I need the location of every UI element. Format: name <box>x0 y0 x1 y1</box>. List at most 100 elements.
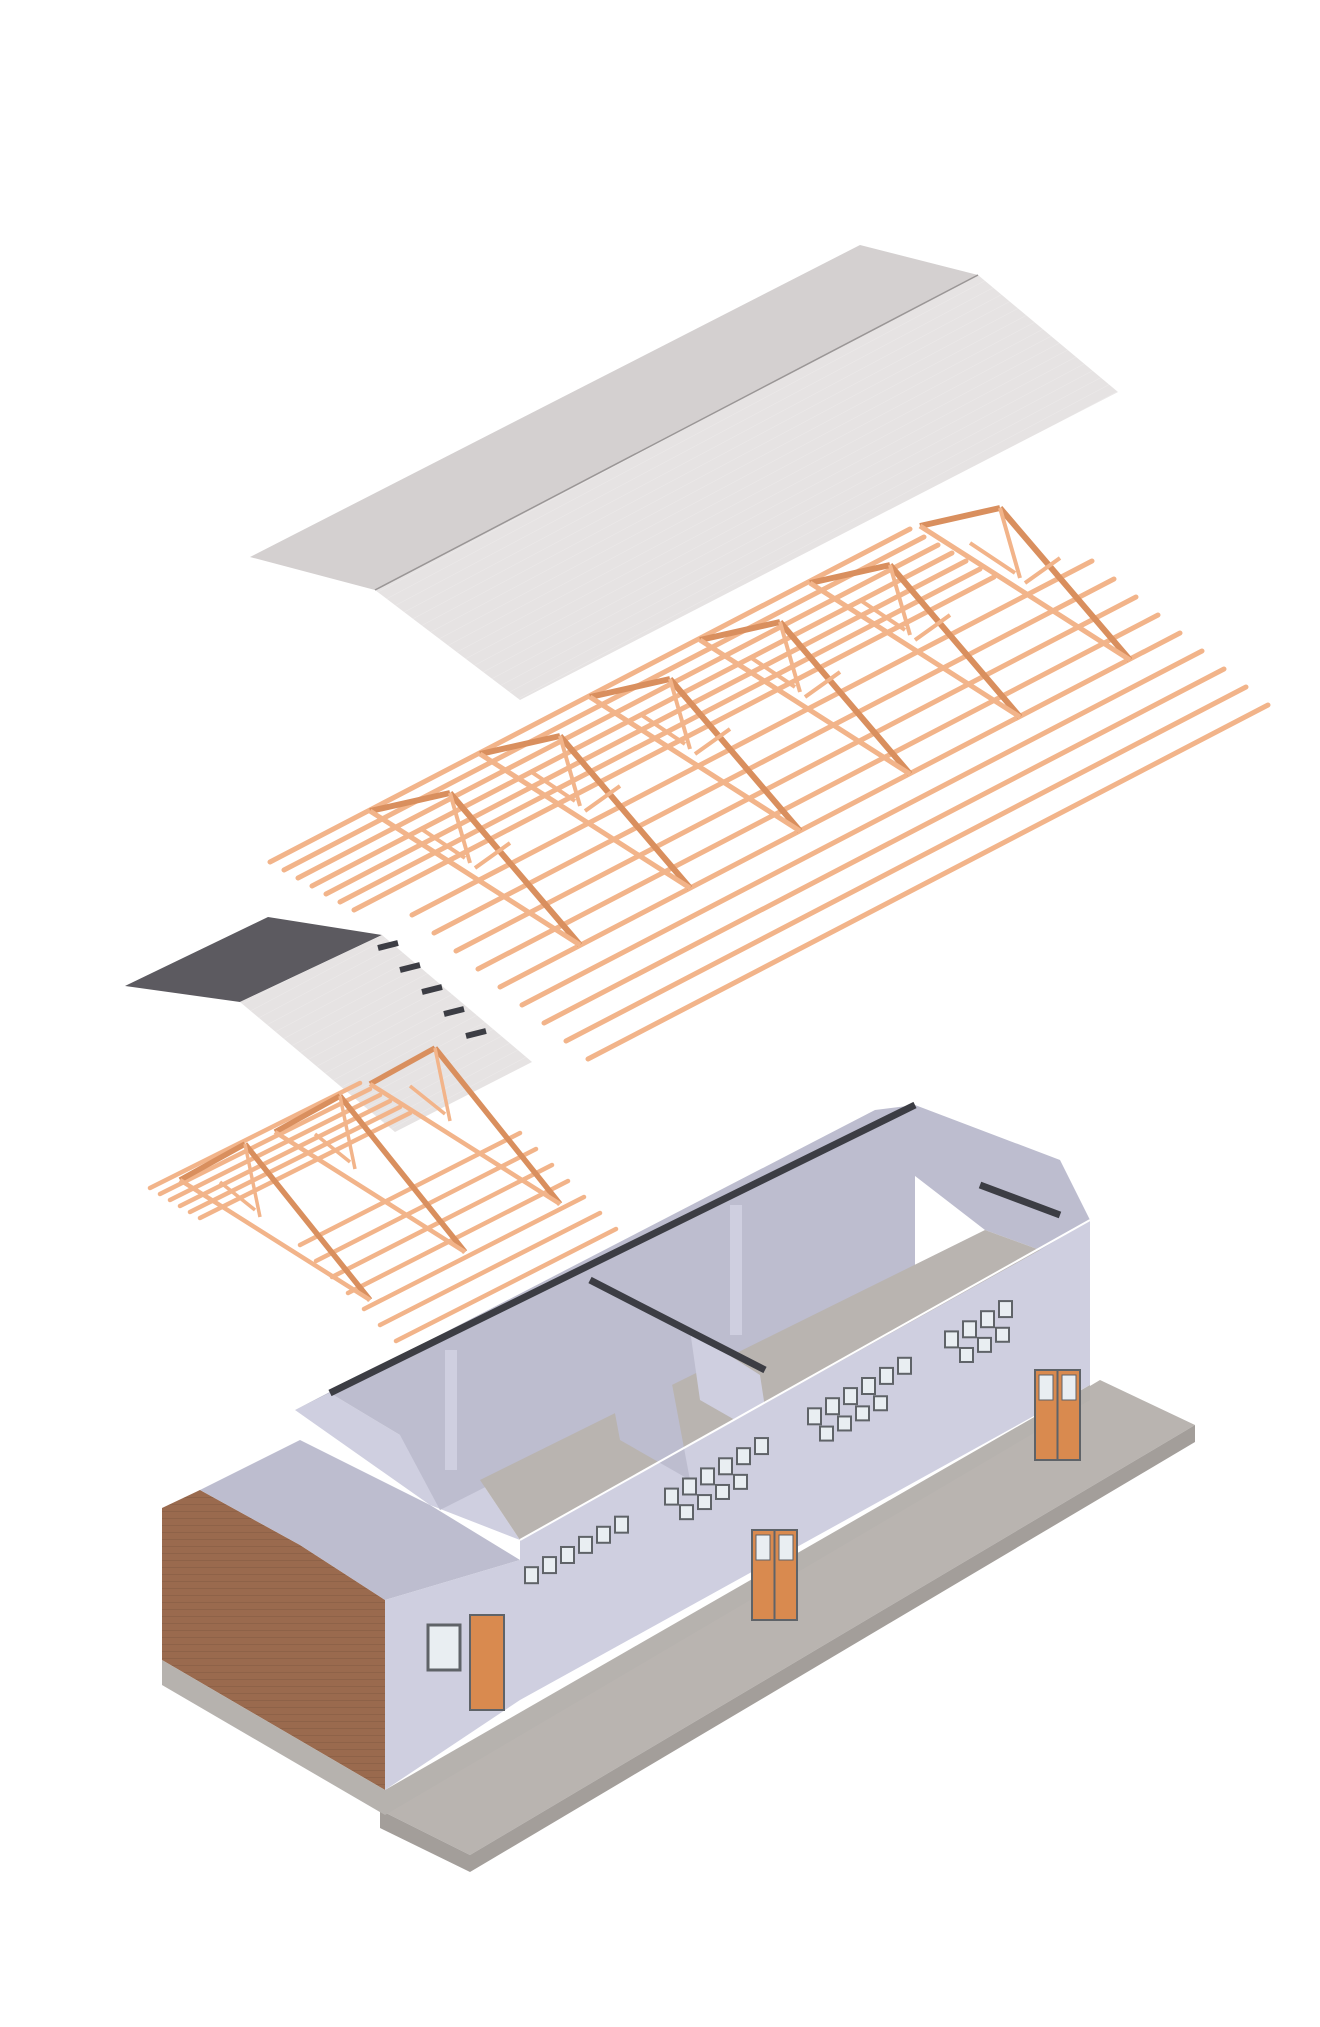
annex-truss-purlin-back <box>147 1080 363 1191</box>
main-truss-web <box>748 655 797 689</box>
main-truss-purlin-front <box>453 594 1139 954</box>
side-entry-step <box>530 1688 640 1750</box>
main-truss-purlin-front <box>541 666 1227 1026</box>
annex-truss-rafter <box>432 1046 563 1206</box>
main-truss-web <box>858 598 907 632</box>
clerestory-window <box>664 1487 679 1506</box>
main-truss-web <box>528 769 577 803</box>
main-truss-web <box>418 826 467 860</box>
annex-truss-purlin-front <box>345 1178 571 1296</box>
main-gable-back-wall <box>875 1105 1090 1250</box>
main-truss-web <box>668 678 692 750</box>
ring-beam-back <box>328 1101 917 1397</box>
main-truss-web <box>998 507 1022 579</box>
front-facade-plinth <box>385 1385 1090 1815</box>
annex-truss-web <box>408 1084 447 1116</box>
clerestory-window <box>897 1356 912 1375</box>
clerestory-window <box>715 1483 730 1500</box>
clerestory-window <box>819 1425 834 1442</box>
clerestory-window <box>977 1336 992 1353</box>
main-truss-purlin-front <box>519 648 1205 1008</box>
door-glass-panel <box>1061 1374 1077 1401</box>
floor-slab-front-edge <box>470 1425 1195 1872</box>
annex-truss-rafter <box>178 1141 247 1183</box>
walls-and-slab <box>162 1101 1195 1872</box>
clerestory-window <box>682 1477 697 1496</box>
main-truss-purlin-front <box>409 558 1095 918</box>
annex-beam-end <box>377 940 399 951</box>
annex-truss-rafter <box>242 1142 373 1302</box>
main-truss-rafter <box>809 562 891 586</box>
annex-truss-purlin-front <box>297 1130 523 1248</box>
clerestory-window <box>837 1415 852 1432</box>
main-truss-rafter <box>369 790 451 814</box>
main-truss-rafter <box>479 733 561 757</box>
main-truss-rafter <box>919 505 1001 529</box>
clerestory-window <box>542 1556 557 1575</box>
clerestory-window <box>700 1467 715 1486</box>
main-truss-rafter <box>777 620 913 776</box>
clerestory-window <box>697 1494 712 1511</box>
clerestory-window <box>944 1330 959 1349</box>
main-truss-purlin-front <box>585 702 1271 1062</box>
annex-truss-purlin-back <box>197 1110 413 1221</box>
annex-truss-rafter <box>337 1094 468 1254</box>
annex-beam-end <box>443 1006 465 1017</box>
ring-beam-gable <box>978 1181 1062 1219</box>
annex-truss-web <box>338 1095 357 1170</box>
annex-truss-purlin-back <box>157 1086 373 1197</box>
clerestory-window <box>855 1405 870 1422</box>
main-truss-purlin-front <box>497 630 1183 990</box>
clerestory-window <box>736 1447 751 1466</box>
main-truss-purlin-front <box>475 612 1161 972</box>
back-wall-pier-2 <box>730 1205 742 1335</box>
annex-truss-web <box>313 1132 352 1164</box>
main-truss-web <box>1023 556 1062 585</box>
main-truss-web <box>913 613 952 642</box>
partition-wall-1 <box>590 1280 690 1480</box>
annex-truss-web <box>433 1047 452 1122</box>
clerestory-window <box>959 1346 974 1363</box>
clerestory-window <box>578 1535 593 1554</box>
annex-inner-wall <box>200 1440 520 1600</box>
main-truss-web <box>888 564 912 636</box>
clerestory-window <box>733 1473 748 1490</box>
main-truss-rafter <box>667 677 803 833</box>
clerestory-window <box>524 1566 539 1585</box>
main-truss-tie-beam <box>808 580 1022 720</box>
annex-truss-rafter <box>273 1093 342 1135</box>
main-truss-web <box>693 727 732 756</box>
main-truss-web <box>638 712 687 746</box>
floor-slab-edge <box>380 1810 470 1872</box>
door-glass-panel <box>755 1534 771 1561</box>
annex-truss-web <box>243 1143 262 1218</box>
main-truss-tie-beam <box>698 637 912 777</box>
annex-window <box>426 1623 462 1672</box>
main-truss-rafter <box>699 619 781 643</box>
partition-wall-2 <box>690 1330 770 1440</box>
clerestory-window <box>825 1397 840 1416</box>
annex-truss-web <box>218 1180 257 1212</box>
annex-truss-purlin-front <box>361 1194 587 1312</box>
clerestory-window <box>861 1377 876 1395</box>
annex-beam-end <box>399 962 421 973</box>
clerestory-window <box>962 1320 977 1339</box>
clerestory-window <box>807 1407 822 1426</box>
door-glass-panel <box>1038 1374 1054 1401</box>
clerestory-window <box>560 1545 575 1564</box>
clerestory-window <box>614 1515 629 1534</box>
main-truss-rafter <box>887 563 1023 719</box>
clerestory-window <box>995 1326 1010 1343</box>
main-truss-tie-beam <box>368 808 582 948</box>
annex-truss-rafter <box>368 1045 437 1087</box>
gable-end-wall-brick-texture <box>162 1490 385 1790</box>
clerestory-window <box>754 1437 769 1456</box>
main-truss-rafter <box>997 506 1133 662</box>
clerestory-window <box>873 1395 888 1412</box>
annex-beam-end <box>421 984 443 995</box>
main-truss-web <box>583 784 622 813</box>
facade-openings <box>426 1300 1081 1711</box>
main-truss-web <box>803 670 842 699</box>
ring-beam-partition <box>588 1276 767 1374</box>
